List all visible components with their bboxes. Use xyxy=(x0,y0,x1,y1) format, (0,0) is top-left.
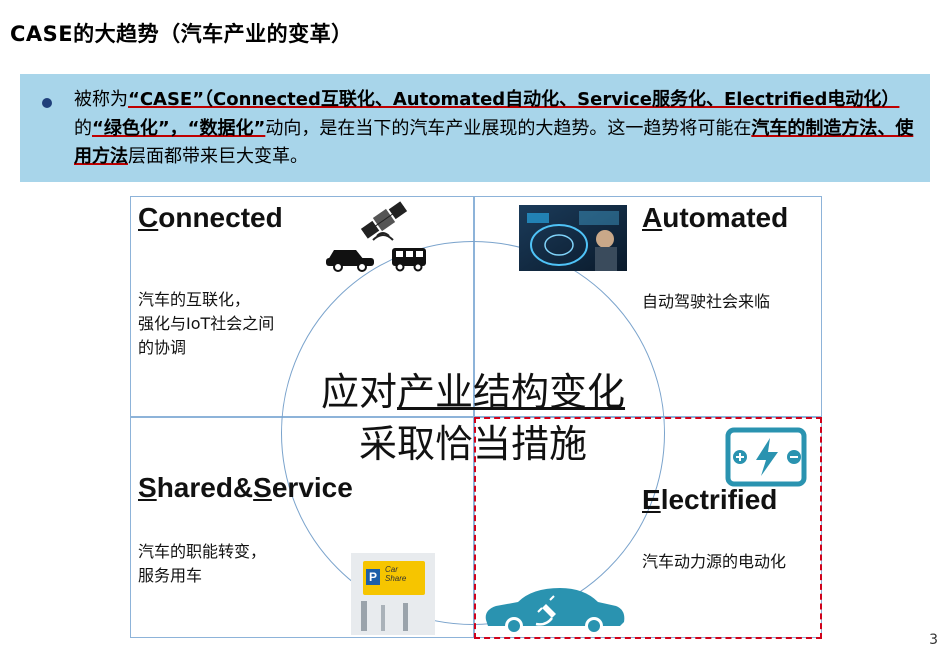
callout-green-data: “绿色化”，“数据化” xyxy=(92,117,266,139)
autonomous-driving-photo xyxy=(519,205,627,275)
connected-vehicles-icon xyxy=(322,198,432,276)
callout-case-definition: “CASE”（Connected互联化、Automated自动化、Service… xyxy=(128,89,900,110)
automated-title: Automated xyxy=(642,202,789,233)
electrified-title: Electrified xyxy=(642,484,778,515)
electric-car-icon xyxy=(480,582,628,640)
page-number: 3 xyxy=(929,632,938,648)
electrified-desc: 汽车动力源的电动化 xyxy=(642,552,787,571)
center-line-2: 采取恰当措施 xyxy=(358,422,587,466)
center-circle xyxy=(281,241,665,625)
automated-desc: 自动驾驶社会来临 xyxy=(642,292,771,311)
callout-text-7: 层面都带来巨大变革。 xyxy=(128,146,308,167)
callout-text: 被称为“CASE”（Connected互联化、Automated自动化、Serv… xyxy=(74,86,914,172)
shared-service-desc: 汽车的职能转变， 服务用车 xyxy=(138,542,267,585)
connected-desc: 汽车的互联化， 强化与IoT社会之间 的协调 xyxy=(138,290,275,357)
callout-text-5: 动向，是在当下的汽车产业展现的大趋势。这一趋势将可能在 xyxy=(265,117,752,139)
callout-manufacture-use: 汽车的制造方法、使用方法 xyxy=(74,117,914,168)
slide-title: CASE的大趋势（汽车产业的变革） xyxy=(10,22,353,46)
connected-title: Connected xyxy=(138,202,283,233)
highlight-dashed-box xyxy=(474,417,822,639)
bullet-icon xyxy=(42,98,52,108)
parking-p-icon: P xyxy=(366,569,380,585)
shared-service-title: Shared&Service xyxy=(138,472,353,503)
battery-icon xyxy=(724,426,812,492)
callout-text-3: 的 xyxy=(74,117,92,139)
center-line-1: 应对产业结构变化 xyxy=(320,370,626,414)
callout-text-1: 被称为 xyxy=(74,89,128,110)
center-statement: 应对产业结构变化 采取恰当措施 xyxy=(281,366,665,470)
callout-box: 被称为“CASE”（Connected互联化、Automated自动化、Serv… xyxy=(20,74,930,182)
